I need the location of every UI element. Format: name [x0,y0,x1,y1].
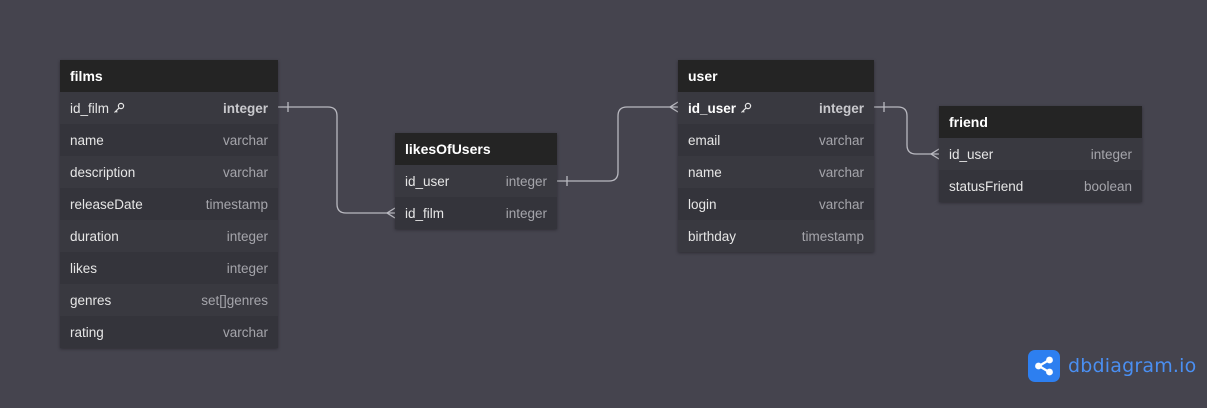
column-row[interactable]: statusFriend boolean [939,170,1142,202]
column-type: varchar [818,132,864,148]
column-type: integer [222,100,268,116]
column-type: varchar [222,324,268,340]
column-row[interactable]: birthday timestamp [678,220,874,252]
column-type: timestamp [205,196,268,212]
brand-name: dbdiagram.io [1068,355,1197,377]
key-icon [741,102,752,113]
column-name: login [688,196,717,212]
relationship-user-friend[interactable] [874,106,939,155]
column-row[interactable]: likes integer [60,252,278,284]
table-header[interactable]: films [60,60,278,92]
column-type: integer [505,173,547,189]
column-type: integer [505,205,547,221]
column-row[interactable]: name varchar [60,124,278,156]
dbdiagram-brand[interactable]: dbdiagram.io [1028,350,1196,382]
table-user[interactable]: user id_user integer email varchar name … [678,60,874,252]
column-type: set[]genres [201,292,268,308]
table-header[interactable]: user [678,60,874,92]
column-type: timestamp [801,228,864,244]
column-row[interactable]: description varchar [60,156,278,188]
share-nodes-icon [1028,350,1060,382]
column-name: name [70,132,104,148]
column-name: description [70,164,136,180]
column-type: varchar [818,196,864,212]
column-row[interactable]: releaseDate timestamp [60,188,278,220]
column-row[interactable]: genres set[]genres [60,284,278,316]
column-type: integer [818,100,864,116]
column-name: email [688,132,721,148]
column-name: genres [70,292,112,308]
column-name: id_user [688,101,752,116]
column-type: varchar [222,164,268,180]
column-name: releaseDate [70,196,143,212]
table-friend[interactable]: friend id_user integer statusFriend bool… [939,106,1142,202]
many-marker [929,148,940,160]
column-row[interactable]: email varchar [678,124,874,156]
many-marker [668,101,679,113]
column-type: integer [1090,146,1132,162]
column-row[interactable]: duration integer [60,220,278,252]
column-row[interactable]: rating varchar [60,316,278,348]
column-name: id_user [949,146,994,162]
column-row[interactable]: login varchar [678,188,874,220]
column-type: boolean [1083,178,1132,194]
column-name: id_user [405,173,450,189]
table-body: id_user integer id_film integer [395,165,557,229]
key-icon [114,102,125,113]
table-header[interactable]: friend [939,106,1142,138]
column-row[interactable]: id_user integer [395,165,557,197]
column-name: statusFriend [949,178,1024,194]
column-row[interactable]: id_user integer [678,92,874,124]
column-name: likes [70,260,98,276]
column-type: integer [226,260,268,276]
column-name: name [688,164,722,180]
table-body: id_user integer email varchar name varch… [678,92,874,252]
column-name: duration [70,228,119,244]
column-type: varchar [222,132,268,148]
column-type: integer [226,228,268,244]
table-body: id_user integer statusFriend boolean [939,138,1142,202]
column-row[interactable]: name varchar [678,156,874,188]
column-row[interactable]: id_user integer [939,138,1142,170]
column-name: id_film [70,101,125,116]
column-name: id_film [405,205,445,221]
column-name: rating [70,324,104,340]
relationship-likes-user[interactable] [557,106,678,182]
column-type: varchar [818,164,864,180]
table-likesofusers[interactable]: likesOfUsers id_user integer id_film int… [395,133,557,229]
column-row[interactable]: id_film integer [60,92,278,124]
many-marker [385,207,396,219]
relationship-films-likes[interactable] [278,106,395,214]
column-name: birthday [688,228,737,244]
table-body: id_film integer name varchar description… [60,92,278,348]
table-films[interactable]: films id_film integer name varchar descr… [60,60,278,348]
column-row[interactable]: id_film integer [395,197,557,229]
table-header[interactable]: likesOfUsers [395,133,557,165]
